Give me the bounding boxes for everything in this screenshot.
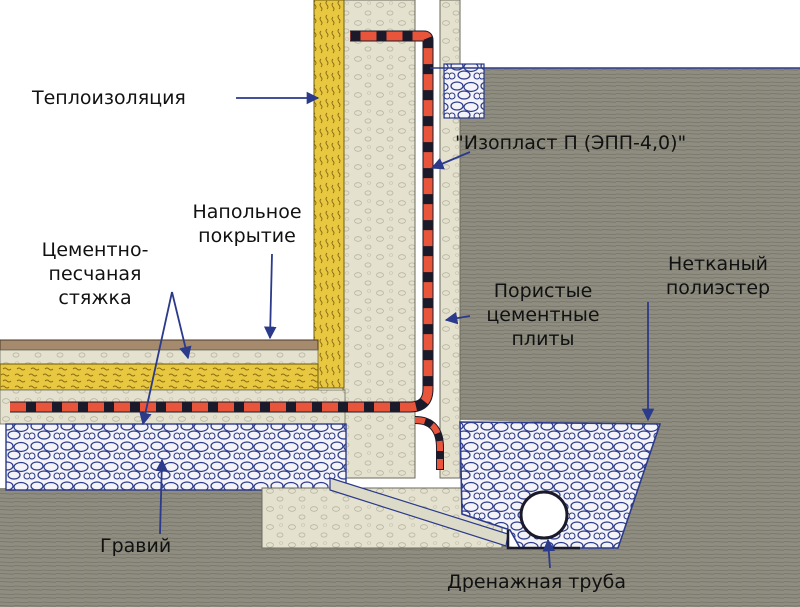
waterproof-membrane (10, 30, 444, 470)
soil-bottom-left (0, 488, 270, 607)
label-floor-covering: Напольное покрытие (172, 200, 322, 248)
label-porous-plates: Пористые цементные плиты (468, 279, 618, 351)
label-porous-plates-line1: Пористые (493, 280, 593, 302)
pointer-porous (444, 311, 471, 325)
pointer-screed-2 (139, 291, 173, 426)
top-gravel-pocket (443, 63, 485, 119)
pointer-screed-1 (171, 291, 192, 360)
soil-region (0, 68, 800, 607)
label-gravel: Гравий (100, 535, 172, 557)
label-screed-line3: стяжка (58, 287, 132, 309)
floor-insulation (0, 363, 319, 391)
label-porous-plates-line3: плиты (511, 328, 575, 350)
label-screed: Цементно- песчаная стяжка (20, 238, 170, 310)
label-geotextile: Нетканый полиэстер (648, 252, 788, 300)
gravel-bed (5, 423, 347, 491)
label-geotextile-line2: полиэстер (665, 277, 771, 299)
pointer-drain (542, 538, 556, 569)
label-membrane: "Изопласт П (ЭПП-4,0)" (455, 132, 687, 154)
wall-insulation (313, 0, 345, 389)
concrete-wall (342, 0, 416, 479)
label-floor-covering-line2: покрытие (198, 225, 296, 247)
label-floor-covering-line1: Напольное (192, 201, 302, 223)
label-screed-line2: песчаная (48, 263, 142, 285)
label-drain-pipe: Дренажная труба (447, 571, 627, 593)
pointer-membrane (430, 151, 471, 170)
pointer-gravel (155, 458, 168, 535)
drain-slope (329, 477, 509, 547)
label-screed-line1: Цементно- (41, 239, 149, 261)
drain-pipe (519, 490, 569, 540)
porous-plates (439, 0, 461, 479)
pointer-floor-covering (263, 253, 277, 340)
label-porous-plates-line2: цементные (486, 304, 600, 326)
drain-pipe-base (506, 530, 580, 550)
label-insulation: Теплоизоляция (32, 87, 186, 109)
label-geotextile-line1: Нетканый (668, 253, 768, 275)
